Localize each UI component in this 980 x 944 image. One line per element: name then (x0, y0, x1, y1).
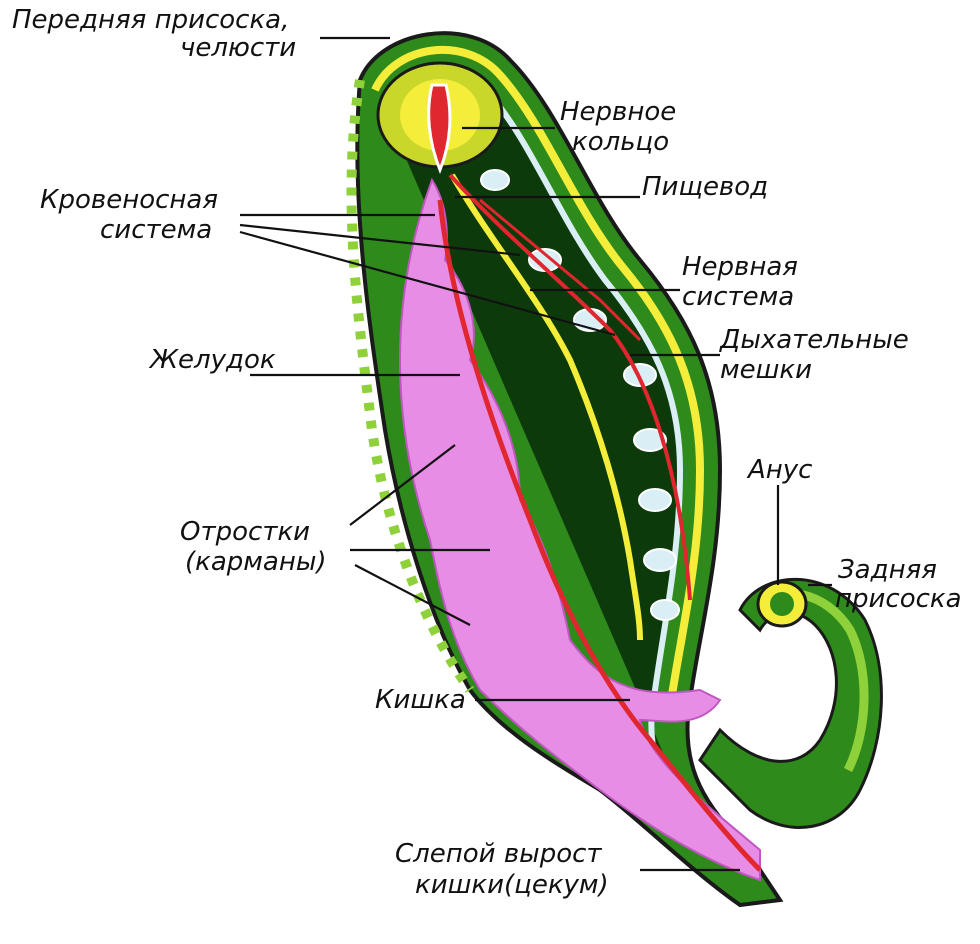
label-esophagus: Пищевод (642, 172, 768, 202)
label-rear-sucker-line2: присоска (835, 584, 962, 614)
label-stomach: Желудок (148, 345, 276, 375)
label-front-sucker-line1: Передняя присоска, (12, 5, 289, 35)
label-blood-system-line1: Кровеносная (40, 185, 218, 215)
label-rear-sucker-line1: Задняя (838, 555, 937, 585)
label-nerve-ring-line2: кольцо (572, 127, 669, 157)
label-pockets-line1: Отростки (180, 517, 310, 547)
label-respiratory-sacs-line1: Дыхательные (719, 325, 909, 355)
head-region (378, 63, 502, 170)
label-pockets-line2: (карманы) (185, 547, 327, 577)
label-nervous-system-line2: система (682, 282, 794, 312)
label-respiratory-sacs-line2: мешки (720, 355, 812, 385)
rear-sucker (700, 579, 881, 827)
label-front-sucker-line2: челюсти (180, 33, 296, 63)
label-blood-system-line2: система (100, 215, 212, 245)
label-anus: Анус (746, 455, 812, 485)
label-cecum-line1: Слепой вырост (395, 839, 602, 869)
label-intestine: Кишка (375, 685, 466, 715)
label-nervous-system-line1: Нервная (682, 252, 798, 282)
label-nerve-ring-line1: Нервное (560, 97, 676, 127)
label-cecum-line2: кишки(цекум) (415, 870, 609, 900)
